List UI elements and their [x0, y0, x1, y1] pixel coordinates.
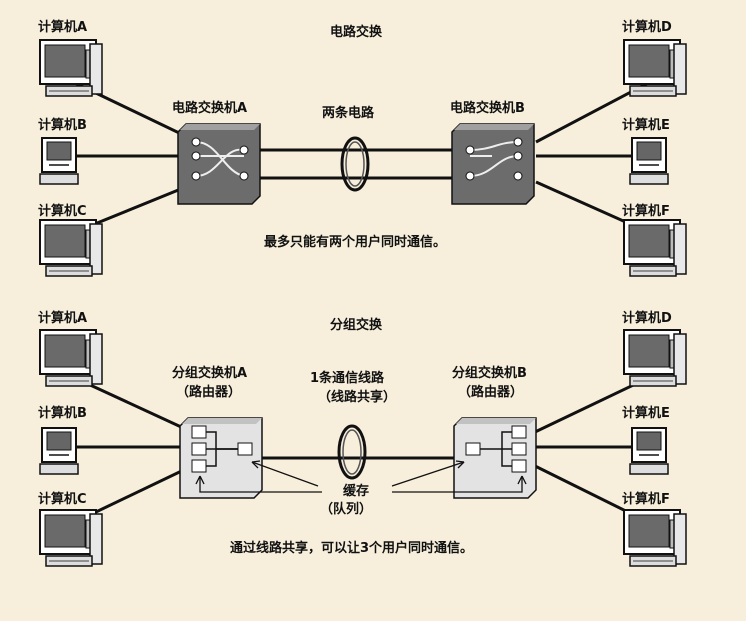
packet-computer-e-label: 计算机E	[622, 406, 670, 421]
packet-computer-e-icon	[629, 427, 669, 475]
buffer-pointer-lines	[195, 460, 527, 493]
circuit-computer-c-icon	[39, 219, 103, 277]
packet-switch-b-sublabel: （路由器）	[458, 385, 524, 400]
packet-note: 通过线路共享，可以让3个用户同时通信。	[230, 541, 474, 556]
packet-computer-f-label: 计算机F	[622, 492, 670, 507]
circuit-computer-d-label: 计算机D	[622, 20, 672, 35]
circuit-computer-f-icon	[623, 219, 687, 277]
circuit-computer-e-icon	[629, 137, 669, 185]
packet-computer-b-label: 计算机B	[38, 406, 87, 421]
buffer-sublabel: （队列）	[320, 502, 373, 517]
packet-computer-c-label: 计算机C	[38, 492, 87, 507]
circuit-computer-d-icon	[623, 39, 687, 97]
packet-computer-d-label: 计算机D	[622, 311, 672, 326]
packet-computer-f-icon	[623, 509, 687, 567]
packet-computer-d-icon	[623, 329, 687, 387]
circuit-switch-a-label: 电路交换机A	[172, 101, 248, 116]
circuit-computer-b-icon	[39, 137, 79, 185]
packet-switch-a-label: 分组交换机A	[172, 366, 248, 381]
packet-line-loop	[337, 424, 367, 480]
packet-switch-a-sublabel: （路由器）	[176, 385, 242, 400]
packet-line-sublabel: （线路共享）	[318, 390, 397, 405]
circuit-computer-e-label: 计算机E	[622, 118, 670, 133]
circuit-title: 电路交换	[330, 25, 383, 40]
circuit-switch-a	[177, 123, 261, 205]
circuit-switch-b-label: 电路交换机B	[450, 101, 525, 116]
packet-computer-a-icon	[39, 329, 103, 387]
circuit-computer-a-label: 计算机A	[38, 20, 88, 35]
circuit-switch-b	[451, 123, 535, 205]
packet-links	[73, 376, 649, 524]
circuit-line-loop	[340, 136, 370, 192]
circuit-computer-b-label: 计算机B	[38, 118, 87, 133]
packet-title: 分组交换	[330, 318, 383, 333]
packet-switch-b-label: 分组交换机B	[452, 366, 527, 381]
packet-switch-a	[179, 417, 263, 499]
circuit-computer-c-label: 计算机C	[38, 204, 87, 219]
buffer-label: 缓存	[343, 484, 370, 499]
packet-computer-c-icon	[39, 509, 103, 567]
circuit-note: 最多只能有两个用户同时通信。	[264, 235, 447, 250]
circuit-computer-f-label: 计算机F	[622, 204, 670, 219]
packet-line-label: 1条通信线路	[310, 371, 385, 386]
circuit-computer-a-icon	[39, 39, 103, 97]
packet-switch-b	[453, 417, 537, 499]
circuit-line-label: 两条电路	[322, 106, 375, 121]
packet-computer-b-icon	[39, 427, 79, 475]
packet-computer-a-label: 计算机A	[38, 311, 88, 326]
